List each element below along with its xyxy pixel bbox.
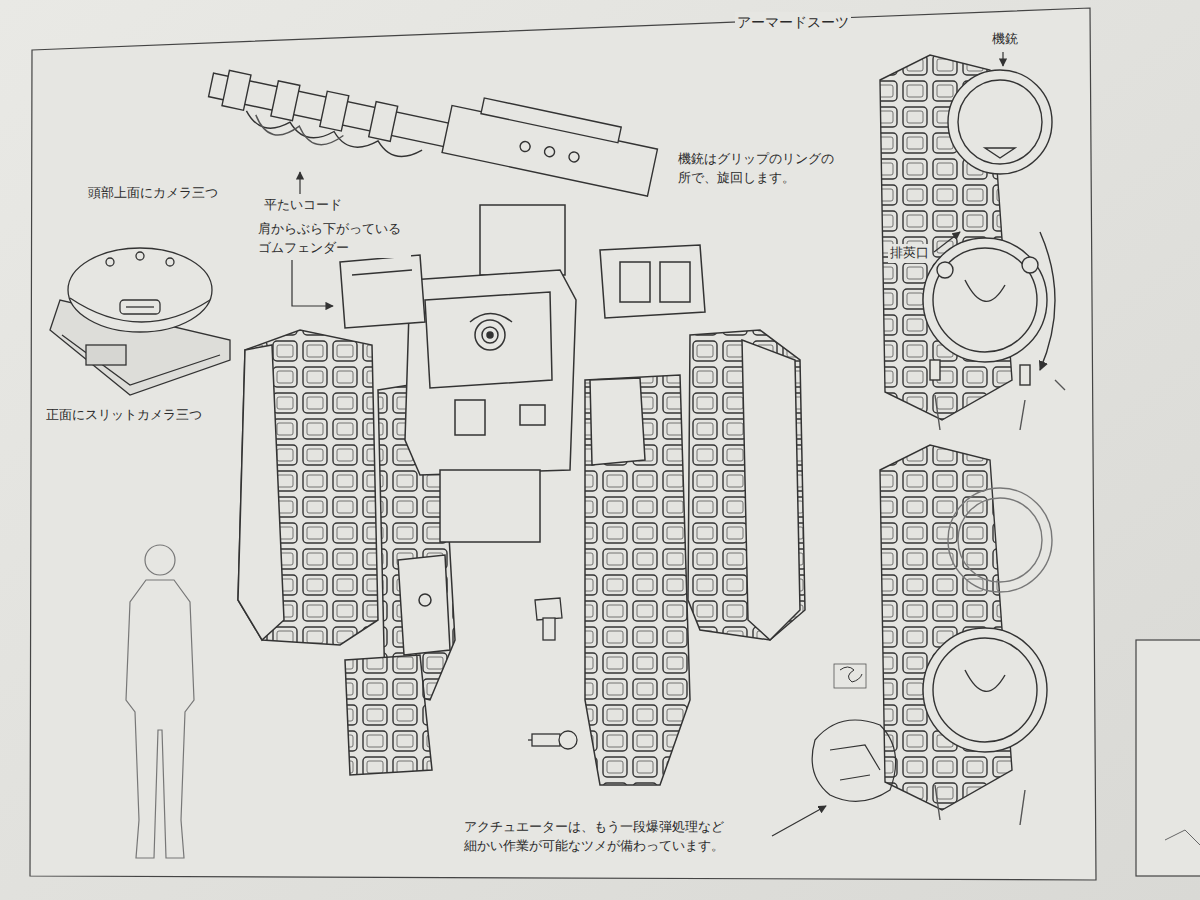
next-panel [1136,640,1200,876]
signature [840,667,862,682]
machine-gun [204,42,661,214]
side-view-top [880,55,1065,430]
sheet-frame [30,8,1096,880]
annotation: 機銃はグリップのリングの 所で、旋回します。 [676,150,845,188]
claw-sketch [812,720,895,801]
bolt-detail [528,598,577,749]
annotation: 肩からぶら下がっている ゴムフェンダー [256,220,411,258]
next-panel-sketch [1165,830,1200,845]
annotation: 平たいコード [262,196,344,215]
signature-box [834,664,866,688]
annotation: 頭部上面にカメラ三つ [86,184,220,203]
annotation: 排莢口 [888,244,931,263]
annotation: 機銃 [990,30,1020,49]
side-view-bottom [880,445,1052,825]
leader-lines [292,52,1003,836]
annotation: アクチュエーターは、もう一段爆弾処理など 細かい作業が可能なツメが備わっています… [462,818,736,856]
sheet-title: アーマードスーツ [735,12,851,32]
armored-suit [238,205,805,785]
human-scale-figure [126,545,194,858]
head-sketch [50,248,230,395]
annotation: 正面にスリットカメラ三つ [44,406,204,425]
